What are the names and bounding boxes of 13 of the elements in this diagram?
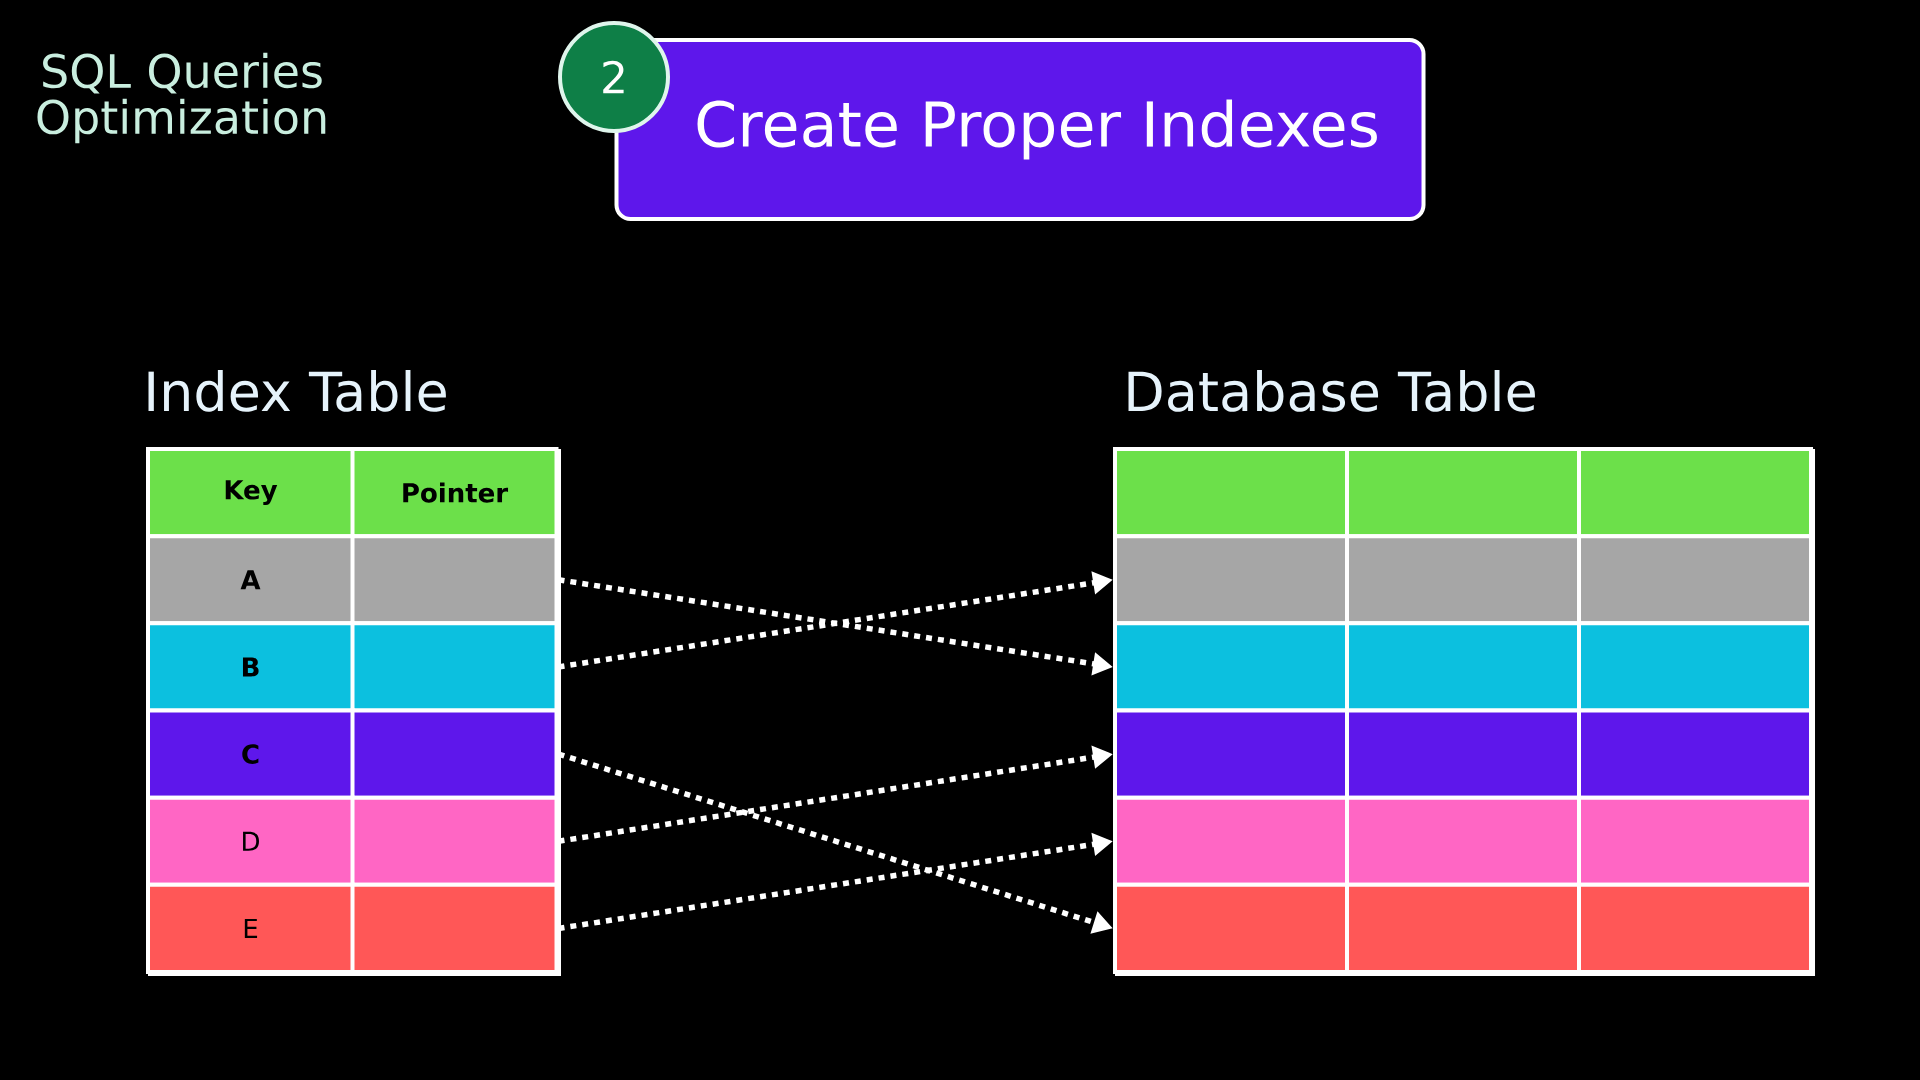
table-row (1113, 882, 1813, 974)
series-title: SQL Queries Optimization (37, 52, 326, 144)
table-cell: A (146, 534, 355, 626)
header-cell: Pointer (350, 447, 559, 539)
table-cell (350, 882, 559, 974)
table-heading: Database Table (1128, 370, 1535, 412)
number-badge: 2 (558, 21, 670, 133)
table-heading: Index Table (148, 370, 446, 412)
header-cell: Key (146, 447, 355, 539)
table-cell: C (146, 708, 355, 800)
table-cell: B (146, 621, 355, 713)
table-cell: E (146, 882, 355, 974)
table-cell: D (146, 795, 355, 887)
